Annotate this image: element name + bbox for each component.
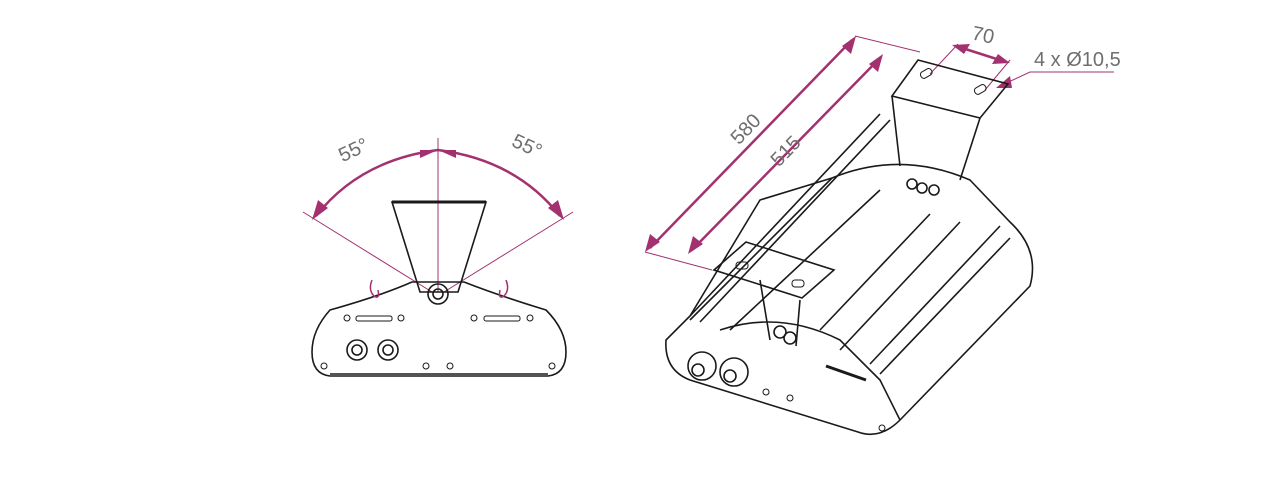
front-view: 55° 55° (302, 130, 574, 377)
length-total-label: 580 (727, 110, 766, 149)
angle-left-label: 55° (335, 134, 372, 167)
holes-label: 4 x Ø10,5 (1034, 49, 1121, 71)
length-mount-label: 515 (767, 132, 806, 171)
angle-right-label: 55° (508, 130, 545, 163)
bracket-width-label: 70 (970, 23, 996, 49)
isometric-view: 580 515 70 4 x Ø10,5 (644, 23, 1121, 436)
